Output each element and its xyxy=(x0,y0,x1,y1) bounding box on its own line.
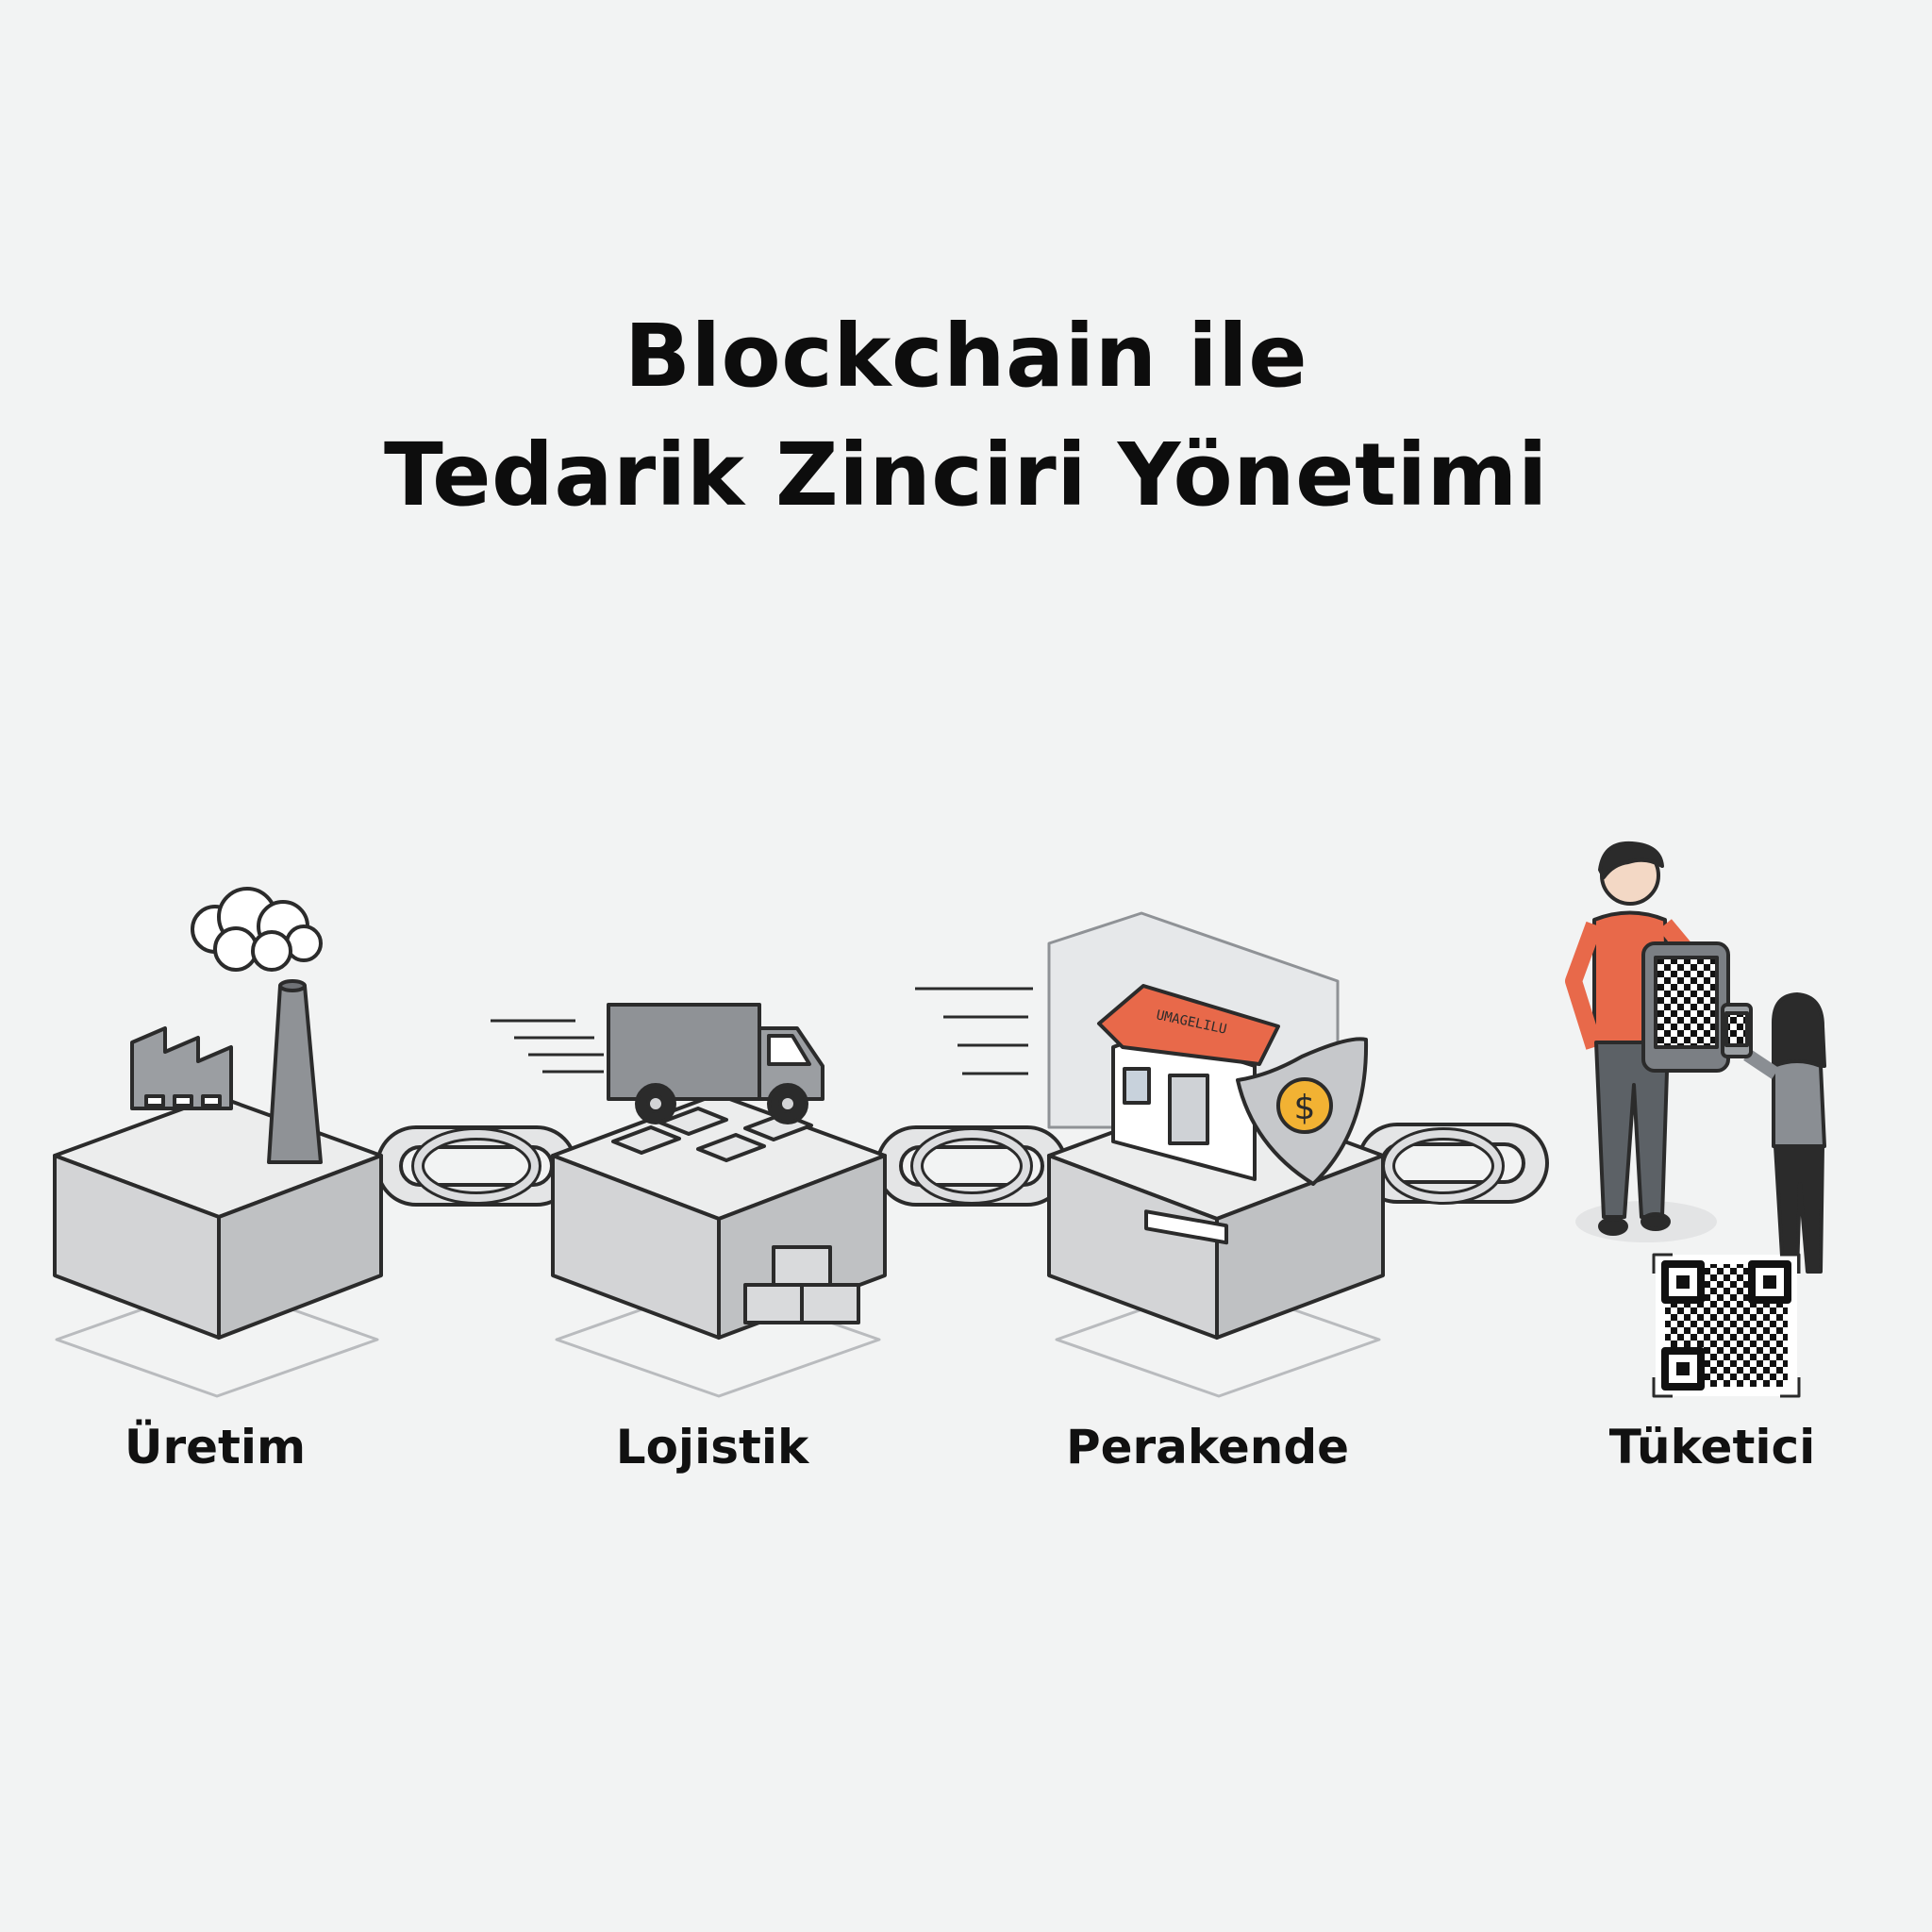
stage-label-uretim: Üretim xyxy=(124,1420,307,1474)
people-qr-icon xyxy=(1565,841,1826,1398)
diagram-title: Blockchain ile Tedarik Zinciri Yönetimi xyxy=(0,297,1932,535)
smoke-cloud-icon xyxy=(191,887,323,972)
stage-label-tuketici: Tüketici xyxy=(1608,1420,1816,1474)
speed-lines xyxy=(915,987,1033,1075)
title-line-2: Tedarik Zinciri Yönetimi xyxy=(384,425,1548,525)
title-line-1: Blockchain ile xyxy=(624,306,1308,407)
tablet-icon xyxy=(1641,941,1730,1073)
shield-icon: $ xyxy=(1236,1037,1369,1186)
factory-icon xyxy=(53,887,383,1398)
retail-icon: UMAGELILU $ xyxy=(915,911,1385,1398)
child-figure xyxy=(1743,992,1826,1274)
boxes-icon xyxy=(743,1245,860,1324)
phone-icon xyxy=(1721,1003,1753,1058)
qr-code-icon xyxy=(1652,1253,1801,1398)
truck-icon xyxy=(607,1003,824,1124)
stage-label-lojistik: Lojistik xyxy=(615,1420,809,1474)
stage-label-perakende: Perakende xyxy=(1065,1420,1350,1474)
speed-lines xyxy=(491,1019,604,1074)
logistics-icon xyxy=(491,1003,887,1398)
coin-symbol: $ xyxy=(1294,1089,1316,1127)
